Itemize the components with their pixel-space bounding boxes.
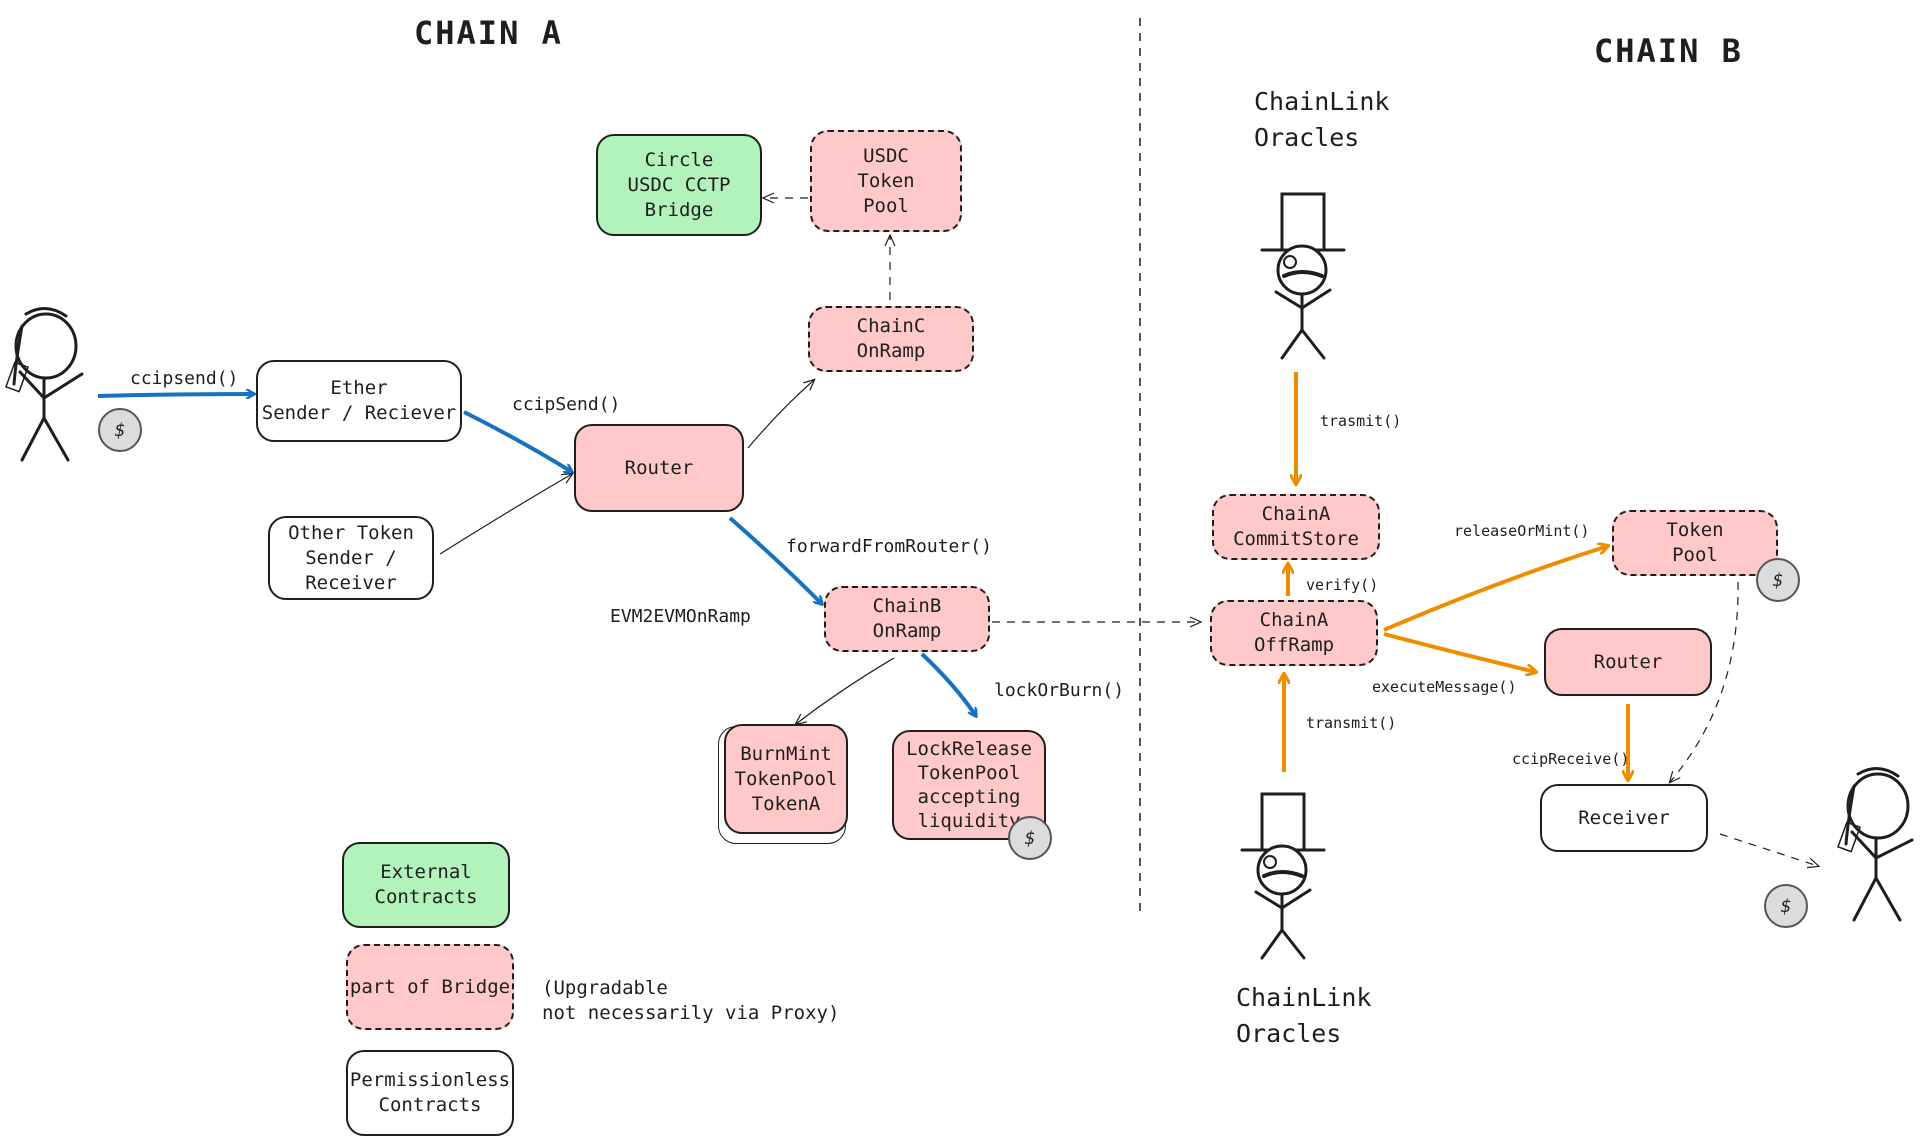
edge-label-verify: verify() <box>1306 576 1379 594</box>
edge-label-lock-or-burn: lockOrBurn() <box>994 680 1125 701</box>
edge-label-transmit: transmit() <box>1306 714 1397 732</box>
arrow-receiver-to-user <box>1719 833 1818 866</box>
router-b-node[interactable]: Router <box>1544 628 1712 696</box>
edge-label-trasmit: trasmit() <box>1320 412 1402 430</box>
oracles-top-label: ChainLink Oracles <box>1254 87 1390 152</box>
receiver-b-node[interactable]: Receiver <box>1540 784 1708 852</box>
edge-label-ccip-receive: ccipReceive() <box>1512 750 1630 768</box>
usdc-token-pool-node[interactable]: USDC Token Pool <box>810 130 962 232</box>
chain-b-title: CHAIN B <box>1594 32 1743 70</box>
arrow-token-pool-to-receiver <box>1670 581 1739 782</box>
other-token-sender-receiver-node[interactable]: Other Token Sender / Receiver <box>268 516 434 600</box>
coin-icon: $ <box>1756 558 1800 602</box>
chainb-onramp-node[interactable]: ChainB OnRamp <box>824 586 990 652</box>
edge-label-ccipsend-router: ccipSend() <box>512 394 621 415</box>
token-pool-b-node[interactable]: Token Pool <box>1612 510 1778 576</box>
chainc-onramp-node[interactable]: ChainC OnRamp <box>808 306 974 372</box>
coin-icon: $ <box>1764 884 1808 928</box>
edge-label-release-or-mint: releaseOrMint() <box>1454 522 1590 540</box>
chain-a-title: CHAIN A <box>414 14 563 52</box>
legend-bridge-note: (Upgradable not necessarily via Proxy) <box>542 977 840 1024</box>
circle-usdc-cctp-bridge-node[interactable]: Circle USDC CCTP Bridge <box>596 134 762 236</box>
chaina-offramp-node[interactable]: ChainA OffRamp <box>1210 600 1378 666</box>
ether-sender-receiver-node[interactable]: Ether Sender / Reciever <box>256 360 462 442</box>
arrow-offramp-release-or-mint <box>1383 546 1608 632</box>
arrow-other-sender-to-router <box>439 474 572 555</box>
oracles-bottom-label: ChainLink Oracles <box>1236 983 1372 1048</box>
edge-label-execute-message: executeMessage() <box>1372 678 1517 696</box>
arrow-router-to-chainb-onramp <box>728 516 822 604</box>
arrow-ether-sender-to-router <box>463 410 572 472</box>
arrow-offramp-execute-message <box>1383 632 1536 672</box>
legend-part-of-bridge: part of Bridge <box>346 944 514 1030</box>
arrow-router-to-chainc-onramp <box>747 380 814 449</box>
stick-figure-user-icon <box>5 307 84 462</box>
edge-label-forward-from-router: forwardFromRouter() <box>786 536 992 557</box>
oracle-top-hat-figure-icon <box>1260 192 1346 360</box>
router-a-node[interactable]: Router <box>574 424 744 512</box>
burnmint-tokenpool-node[interactable]: BurnMint TokenPool TokenA <box>724 724 848 834</box>
oracle-top-hat-figure-icon <box>1240 792 1326 960</box>
coin-icon: $ <box>98 408 142 452</box>
arrow-user-to-ether-sender <box>97 394 254 396</box>
stick-figure-user-icon <box>1837 767 1914 922</box>
coin-icon: $ <box>1008 816 1052 860</box>
legend-permissionless-contracts: Permissionless Contracts <box>346 1050 514 1136</box>
arrow-onramp-to-burnmint <box>796 657 895 724</box>
edge-label-ccipsend-user: ccipsend() <box>130 368 239 389</box>
chaina-commitstore-node[interactable]: ChainA CommitStore <box>1212 494 1380 560</box>
edge-label-evm2evm-onramp: EVM2EVMOnRamp <box>610 606 751 627</box>
legend-external-contracts: External Contracts <box>342 842 510 928</box>
arrow-onramp-to-lockrelease <box>920 652 976 716</box>
